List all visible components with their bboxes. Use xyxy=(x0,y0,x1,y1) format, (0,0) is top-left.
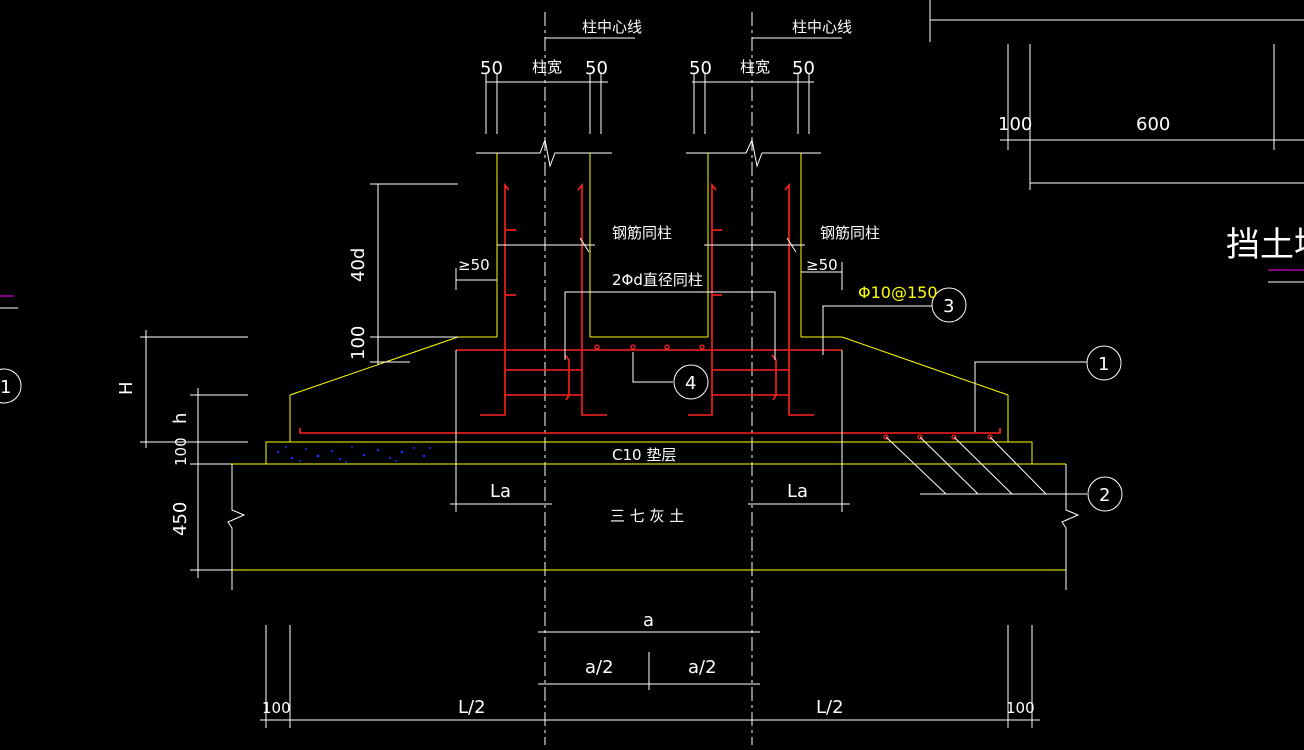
ground-break-marks xyxy=(227,464,1080,590)
dim-50-a: 50 xyxy=(480,58,503,79)
col-center-label-right: 柱中心线 xyxy=(792,18,852,36)
left-column-top-dimensions xyxy=(485,12,635,745)
callout-2 xyxy=(1087,476,1123,512)
dim-h: h xyxy=(170,413,191,424)
callout-1 xyxy=(1086,345,1122,381)
cushion-hatch xyxy=(276,446,431,463)
callout-1-label: 1 xyxy=(1098,354,1109,375)
left-vertical-dimensions xyxy=(140,183,458,578)
retaining-wall-label: 挡土墙T xyxy=(1226,225,1304,265)
callout-3-label: 3 xyxy=(943,296,954,317)
anchor-label-left: ≥50 xyxy=(458,256,490,274)
dim-a2-right: a/2 xyxy=(688,657,717,678)
dia-same-label: 2Φd直径同柱 xyxy=(612,271,703,289)
dim-L2-left: L/2 xyxy=(458,697,486,718)
dim-100-pad: 100 xyxy=(172,437,190,466)
bottom-dimensions xyxy=(260,625,1040,728)
top-right-partial-drawing xyxy=(929,0,1304,283)
annotation-leaders xyxy=(455,237,1087,495)
dim-H: H xyxy=(116,381,137,395)
dim-a: a xyxy=(643,610,654,631)
dim-100-bottom-left: 100 xyxy=(262,699,291,717)
column-break-lines xyxy=(476,138,821,168)
dim-50-d: 50 xyxy=(792,58,815,79)
anchor-label-right: ≥50 xyxy=(806,256,838,274)
callout-3 xyxy=(931,287,967,323)
callout-1-edge-label: 1 xyxy=(0,377,11,398)
dim-50-b: 50 xyxy=(585,58,608,79)
rebar-same-label-right: 钢筋同柱 xyxy=(820,224,880,242)
rebar-cage xyxy=(299,182,1001,440)
la-dimensions xyxy=(450,350,850,512)
dim-100-bottom-right: 100 xyxy=(1006,699,1035,717)
callout-4 xyxy=(673,364,709,400)
callout-2-label: 2 xyxy=(1099,485,1110,506)
col-center-label-left: 柱中心线 xyxy=(582,18,642,36)
dim-40d: 40d xyxy=(348,248,369,282)
la-label-left: La xyxy=(490,481,511,502)
col-width-label-right: 柱宽 xyxy=(740,58,770,76)
right-column-top-dimensions xyxy=(692,12,842,745)
la-label-right: La xyxy=(787,481,808,502)
dim-100-vertical: 100 xyxy=(348,326,369,360)
dim-50-c: 50 xyxy=(689,58,712,79)
dim-100-top-right: 100 xyxy=(998,114,1032,135)
callout-4-label: 4 xyxy=(685,373,696,394)
cushion-label: C10 垫层 xyxy=(612,446,676,464)
col-width-label-left: 柱宽 xyxy=(532,58,562,76)
stirrup-spec-label: Φ10@150 xyxy=(858,283,938,302)
rebar-same-label-left: 钢筋同柱 xyxy=(612,224,672,242)
soil-label: 三 七 灰 土 xyxy=(610,507,684,525)
dim-L2-right: L/2 xyxy=(816,697,844,718)
dim-a2-left: a/2 xyxy=(585,657,614,678)
concrete-outline xyxy=(232,153,1066,571)
dim-600-top-right: 600 xyxy=(1136,114,1170,135)
left-edge-partial xyxy=(0,295,22,404)
dim-450: 450 xyxy=(170,502,191,536)
